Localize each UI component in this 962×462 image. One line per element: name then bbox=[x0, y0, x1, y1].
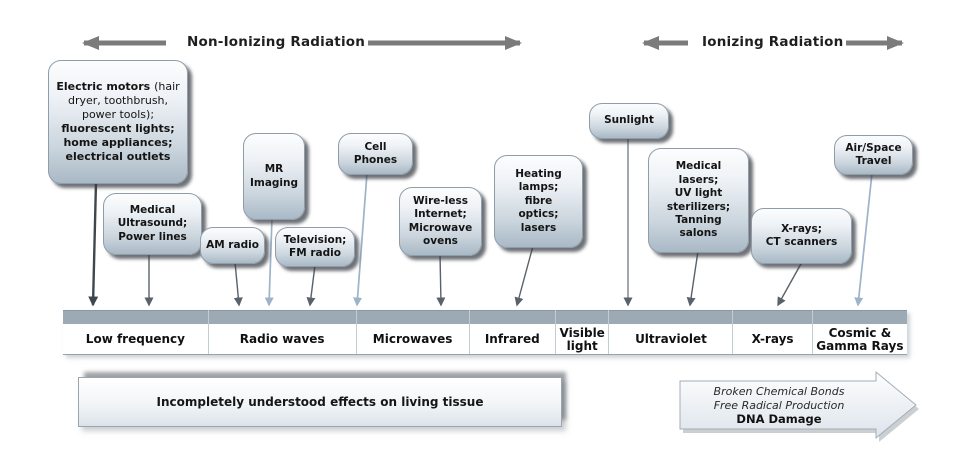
ionizing-arrow-shape bbox=[679, 370, 917, 440]
bubble-label: Heating lamps; fibre optics; lasers bbox=[515, 167, 562, 234]
band-strip bbox=[733, 310, 812, 324]
bubble-label: Medical lasers; UV light sterilizers; Ta… bbox=[666, 160, 731, 240]
connector-xrays-ct bbox=[777, 261, 803, 307]
band-label: Low frequency bbox=[63, 324, 208, 354]
band-low-frequency: Low frequency bbox=[63, 310, 208, 354]
bubble-medical-ultrasound: Medical Ultrasound; Power lines bbox=[103, 193, 202, 255]
band-xrays: X-rays bbox=[732, 310, 812, 354]
band-label: Radio waves bbox=[208, 324, 356, 354]
bubble-medical-lasers: Medical lasers; UV light sterilizers; Ta… bbox=[648, 148, 749, 253]
non-ionizing-radiation-title: Non-Ionizing Radiation bbox=[187, 34, 366, 50]
connector-wireless-internet bbox=[436, 253, 446, 307]
band-label: Cosmic & Gamma Rays bbox=[812, 324, 907, 354]
ionizing-effects-arrow bbox=[679, 370, 919, 442]
bubble-label: MR Imaging bbox=[249, 163, 299, 189]
band-cosmic-gamma: Cosmic & Gamma Rays bbox=[811, 310, 907, 354]
connector-medical-lasers bbox=[686, 250, 699, 307]
band-strip bbox=[469, 310, 555, 324]
bubble-label: Sunlight bbox=[604, 114, 654, 127]
connector-television-fm bbox=[306, 264, 316, 307]
bubble-mr-imaging: MR Imaging bbox=[243, 133, 305, 220]
band-infrared: Infrared bbox=[468, 310, 555, 354]
bubble-wireless-internet: Wire-less Internet; Microwave ovens bbox=[399, 187, 482, 256]
bubble-air-space: Air/Space Travel bbox=[834, 135, 913, 175]
bubble-label: Television; FM radio bbox=[283, 233, 347, 259]
bubble-label: Cell Phones bbox=[353, 140, 398, 166]
band-strip bbox=[356, 310, 469, 324]
ionizing-effect-line: Free Radical Production bbox=[713, 398, 845, 412]
band-visible-light: Visible light bbox=[554, 310, 609, 354]
bubble-xrays-ct: X-rays; CT scanners bbox=[751, 208, 852, 264]
bubble-label: Medical Ultrasound; Power lines bbox=[117, 203, 188, 243]
band-label: Ultraviolet bbox=[609, 324, 733, 354]
bubble-label: AM radio bbox=[206, 238, 259, 251]
connector-air-space bbox=[854, 172, 873, 307]
band-label: Infrared bbox=[469, 324, 555, 354]
connector-am-radio bbox=[233, 261, 243, 307]
bubble-television-fm: Television; FM radio bbox=[275, 227, 355, 267]
bubble-electric-motors-label: Electric motors (hair dryer, toothbrush,… bbox=[56, 79, 180, 164]
ionizing-effects-text: Broken Chemical Bonds Free Radical Produ… bbox=[684, 385, 874, 426]
bubble-label: Wire-less Internet; Microwave ovens bbox=[408, 194, 473, 247]
band-strip bbox=[609, 310, 733, 324]
band-label: Visible light bbox=[555, 324, 609, 354]
bubble-label: X-rays; CT scanners bbox=[765, 222, 838, 248]
band-label: Microwaves bbox=[356, 324, 469, 354]
connector-mr-imaging bbox=[264, 217, 274, 307]
band-microwaves: Microwaves bbox=[355, 310, 469, 354]
connector-electric-motors bbox=[88, 181, 99, 307]
ionizing-effect-line: Broken Chemical Bonds bbox=[713, 385, 845, 398]
bubble-electric-motors: Electric motors (hair dryer, toothbrush,… bbox=[48, 60, 188, 184]
ionizing-effect-line: DNA Damage bbox=[736, 412, 822, 426]
bubble-cell-phones: Cell Phones bbox=[338, 133, 413, 175]
connector-heating-lamps bbox=[514, 245, 534, 307]
spectrum-bar: Low frequency Radio waves Microwaves Inf… bbox=[63, 310, 907, 355]
band-label: X-rays bbox=[733, 324, 812, 354]
band-strip bbox=[208, 310, 356, 324]
bubble-heating-lamps: Heating lamps; fibre optics; lasers bbox=[494, 155, 583, 248]
bubble-sunlight: Sunlight bbox=[589, 103, 669, 139]
band-ultraviolet: Ultraviolet bbox=[608, 310, 733, 354]
non-ionizing-effects-box: Incompletely understood effects on livin… bbox=[78, 377, 562, 427]
ionizing-radiation-title: Ionizing Radiation bbox=[702, 34, 844, 50]
non-ionizing-effects-label: Incompletely understood effects on livin… bbox=[156, 395, 484, 409]
bubble-am-radio: AM radio bbox=[200, 227, 265, 264]
band-strip bbox=[555, 310, 609, 324]
band-radio-waves: Radio waves bbox=[207, 310, 356, 354]
band-strip bbox=[812, 310, 907, 324]
band-strip bbox=[63, 310, 208, 324]
bubble-label: Air/Space Travel bbox=[845, 141, 902, 167]
connector-cell-phones bbox=[353, 172, 368, 307]
